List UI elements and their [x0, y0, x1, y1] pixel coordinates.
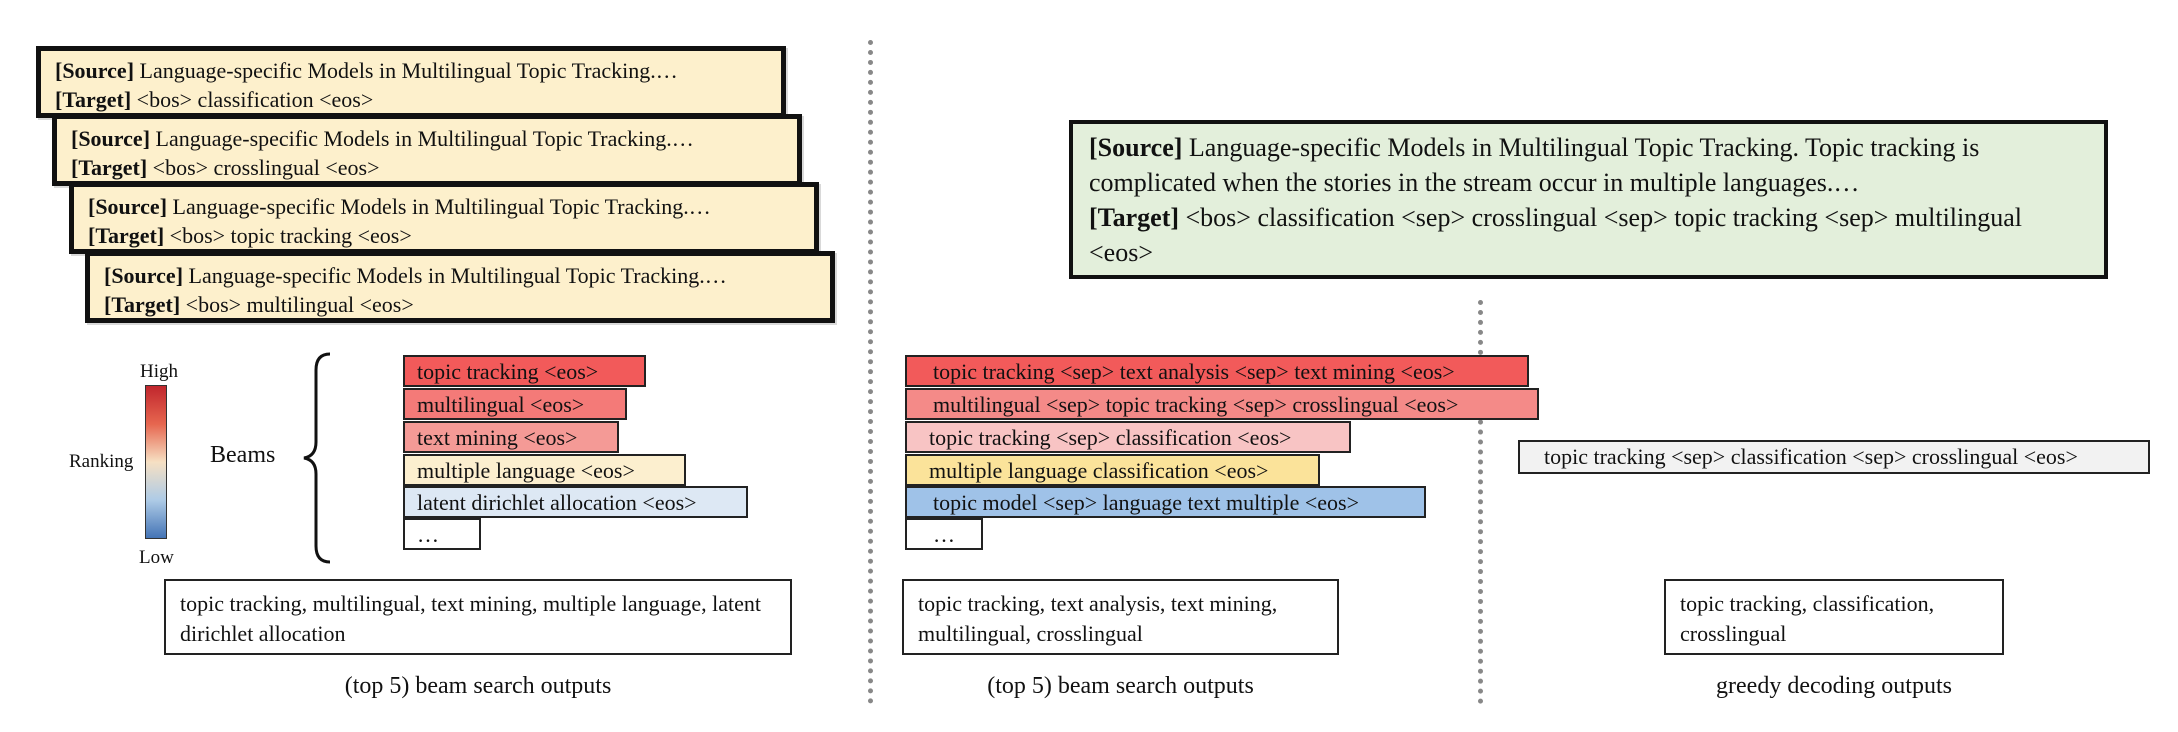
target-text: <bos> classification <eos>	[131, 87, 374, 112]
source-target-card-1: [Source] Language-specific Models in Mul…	[36, 46, 786, 118]
source-text: Language-specific Models in Multilingual…	[150, 126, 694, 151]
beam-3: text mining <eos>	[403, 421, 619, 453]
beam-5: latent dirichlet allocation <eos>	[403, 486, 748, 518]
beam-1: topic tracking <eos>	[403, 355, 646, 387]
ranking-high-label: High	[140, 361, 178, 382]
combined-source-target-card: [Source] Language-specific Models in Mul…	[1069, 120, 2108, 279]
source-text: Language-specific Models in Multilingual…	[1089, 133, 1980, 197]
source-target-card-2: [Source] Language-specific Models in Mul…	[52, 114, 802, 186]
right-beam-ellipsis: …	[905, 518, 983, 550]
right-beam-3: topic tracking <sep> classification <eos…	[905, 421, 1351, 453]
beam-output-box: topic tracking, multilingual, text minin…	[164, 579, 792, 655]
source-label: [Source]	[71, 126, 151, 151]
right-beam-output-box: topic tracking, text analysis, text mini…	[902, 579, 1339, 655]
target-text: <bos> topic tracking <eos>	[164, 223, 412, 248]
beam-2: multilingual <eos>	[403, 388, 627, 420]
source-target-card-3: [Source] Language-specific Models in Mul…	[69, 182, 819, 254]
target-text: <bos> multilingual <eos>	[180, 292, 414, 317]
right-beam-5: topic model <sep> language text multiple…	[905, 486, 1426, 518]
target-label: [Target]	[1089, 203, 1180, 232]
beam-ellipsis: …	[403, 518, 481, 550]
right-beam-caption: (top 5) beam search outputs	[987, 673, 1254, 699]
left-caption: (top 5) beam search outputs	[344, 673, 612, 699]
target-label: [Target]	[104, 292, 181, 317]
divider-right	[1478, 300, 1483, 704]
target-text: <bos> crosslingual <eos>	[147, 155, 380, 180]
right-beam-2: multilingual <sep> topic tracking <sep> …	[905, 388, 1539, 420]
source-target-card-4: [Source] Language-specific Models in Mul…	[85, 251, 835, 323]
source-label: [Source]	[104, 263, 184, 288]
ranking-low-label: Low	[139, 547, 174, 568]
target-label: [Target]	[55, 87, 132, 112]
greedy-output-box: topic tracking, classification, crosslin…	[1664, 579, 2004, 655]
greedy-beam: topic tracking <sep> classification <sep…	[1518, 440, 2150, 474]
greedy-caption: greedy decoding outputs	[1716, 673, 1952, 699]
source-label: [Source]	[1089, 133, 1183, 162]
target-label: [Target]	[88, 223, 165, 248]
ranking-label: Ranking	[69, 451, 134, 472]
ranking-colorbar	[145, 385, 167, 539]
source-label: [Source]	[88, 194, 168, 219]
divider-main	[868, 40, 873, 704]
source-text: Language-specific Models in Multilingual…	[183, 263, 727, 288]
source-text: Language-specific Models in Multilingual…	[134, 58, 678, 83]
source-text: Language-specific Models in Multilingual…	[167, 194, 711, 219]
beams-brace	[303, 352, 331, 564]
source-label: [Source]	[55, 58, 135, 83]
right-beam-1: topic tracking <sep> text analysis <sep>…	[905, 355, 1529, 387]
target-label: [Target]	[71, 155, 148, 180]
beams-label: Beams	[210, 442, 276, 468]
target-text: <bos> classification <sep> crosslingual …	[1089, 203, 2023, 267]
beam-4: multiple language <eos>	[403, 454, 686, 486]
right-beam-4: multiple language classification <eos>	[905, 454, 1320, 486]
